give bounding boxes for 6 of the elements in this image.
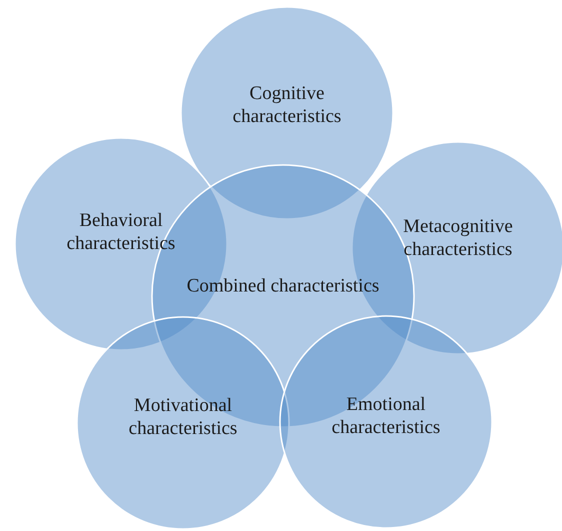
circle-label: Motivational characteristics	[128, 394, 238, 440]
circle-label: Cognitive characteristics	[232, 82, 342, 128]
circle-label: Metacognitive characteristics	[402, 215, 514, 261]
circle-label: Combined characteristics	[186, 274, 380, 298]
circle-label: Emotional characteristics	[330, 393, 442, 439]
circle-label: Behavioral characteristics	[66, 209, 176, 255]
